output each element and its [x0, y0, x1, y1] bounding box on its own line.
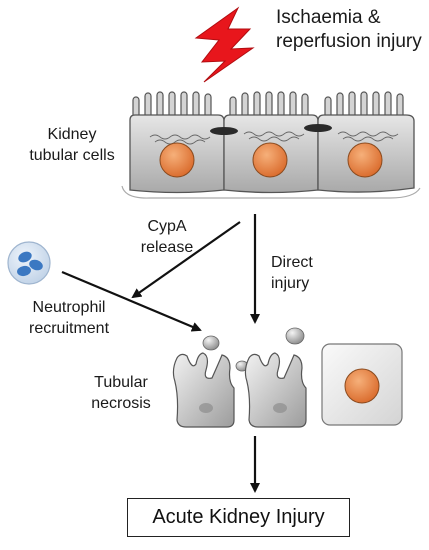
debris-bubble-1	[202, 335, 220, 351]
nucleus-2	[252, 142, 288, 178]
tubular-cells-label-line1: Kidney	[47, 126, 97, 143]
tubular-necrosis-label: Tubular necrosis	[88, 372, 154, 414]
necrotic-cell-1	[172, 352, 235, 428]
surviving-nucleus	[344, 368, 380, 404]
tight-junction-2	[304, 124, 332, 132]
basement-membrane	[121, 185, 421, 199]
necrotic-cell-2	[244, 352, 307, 428]
debris-bubble-2	[285, 327, 305, 345]
nucleus-1	[159, 142, 195, 178]
arrow-cypa-release	[131, 221, 241, 299]
trigger-label-line2: reperfusion injury	[276, 31, 422, 52]
trigger-label-line1: Ischaemia &	[276, 7, 381, 28]
arrow-neutrophil-recruitment	[61, 270, 202, 332]
lightning-bolt-icon	[194, 6, 255, 83]
cytoplasm-waves	[149, 131, 399, 145]
nucleus-3	[347, 142, 383, 178]
direct-injury-label: Direct injury	[271, 252, 313, 294]
cypa-release-label-line2: release	[140, 239, 194, 256]
tubular-necrosis-label-line1: Tubular	[94, 374, 148, 391]
neutrophil-recruitment-label-line1: Neutrophil	[32, 299, 106, 316]
neutrophil-icon	[7, 241, 51, 285]
trigger-label: Ischaemia & reperfusion injury	[276, 6, 422, 54]
tubular-necrosis-label-line2: necrosis	[91, 395, 151, 412]
arrows	[61, 214, 260, 493]
direct-injury-label-line1: Direct	[271, 254, 313, 271]
outcome-label: Acute Kidney Injury	[152, 506, 325, 528]
tight-junction-1	[210, 127, 238, 135]
neutrophil-recruitment-label-line2: recruitment	[28, 320, 110, 337]
tubular-cells-label-line2: tubular cells	[29, 147, 115, 164]
tubular-cells-label: Kidney tubular cells	[24, 124, 120, 166]
direct-injury-label-line2: injury	[271, 275, 310, 292]
cypa-release-label: CypA release	[132, 216, 202, 258]
tubular-cells-illustration	[121, 91, 421, 199]
neutrophil-recruitment-label: Neutrophil recruitment	[14, 297, 124, 339]
outcome-box: Acute Kidney Injury	[127, 498, 350, 537]
necrotic-cells-illustration	[172, 327, 403, 428]
cypa-release-label-line1: CypA	[147, 218, 187, 235]
